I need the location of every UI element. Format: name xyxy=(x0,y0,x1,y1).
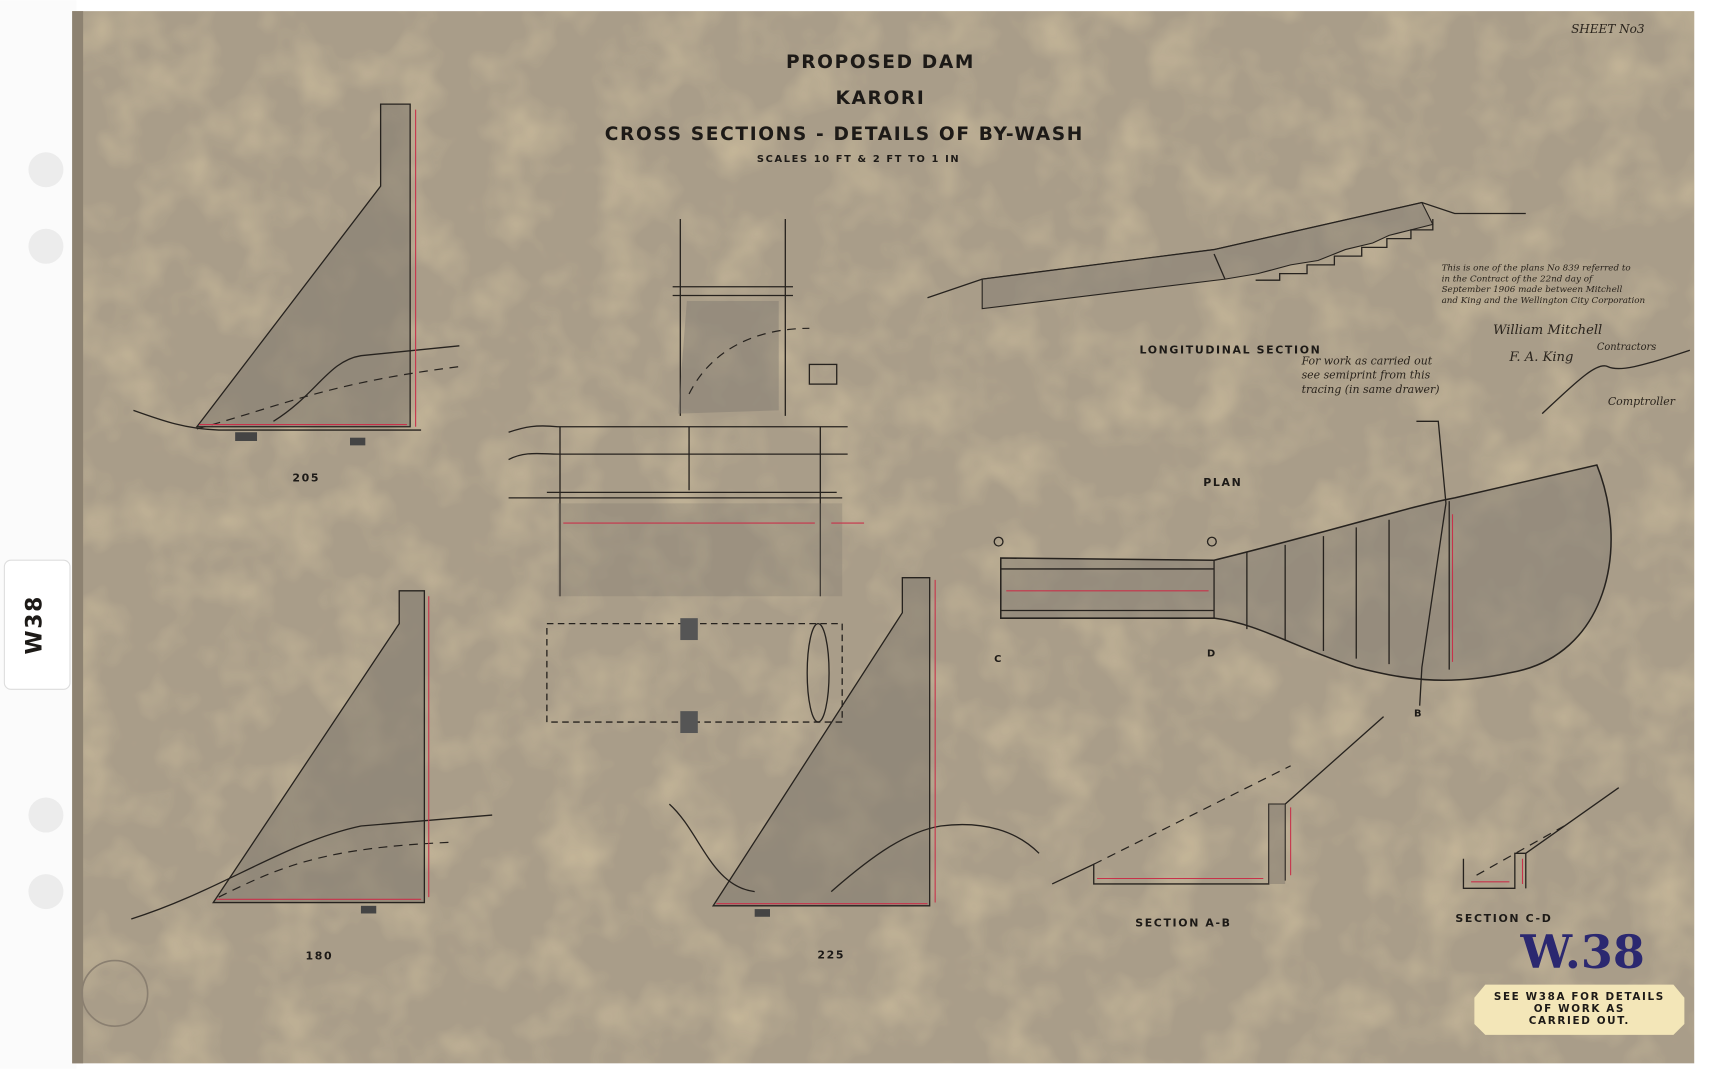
svg-text:D: D xyxy=(1207,648,1217,659)
label-longitudinal: LONGITUDINAL SECTION xyxy=(1140,343,1322,356)
label-plan: PLAN xyxy=(1203,476,1242,489)
svg-text:see semiprint from this: see semiprint from this xyxy=(1302,369,1431,382)
svg-text:OF WORK AS: OF WORK AS xyxy=(1534,1003,1625,1015)
label-section-cd: SECTION C-D xyxy=(1455,912,1552,925)
title-line1: PROPOSED DAM xyxy=(786,52,975,73)
paste-label: SEE W38A FOR DETAILS OF WORK AS CARRIED … xyxy=(1474,984,1685,1035)
svg-text:This is one of the plans No 83: This is one of the plans No 839 referred… xyxy=(1442,263,1631,273)
label-205: 205 xyxy=(292,471,320,484)
label-section-ab: SECTION A-B xyxy=(1135,917,1231,930)
signature-king: F. A. King xyxy=(1508,350,1573,365)
signature-flourish xyxy=(1541,349,1691,415)
faded-seal xyxy=(81,959,149,1027)
svg-text:CARRIED OUT.: CARRIED OUT. xyxy=(1529,1015,1630,1027)
dam-section-225: 225 xyxy=(668,577,1040,961)
svg-text:in the Contract of the 22nd da: in the Contract of the 22nd day of xyxy=(1442,274,1594,284)
dam-section-205: 205 xyxy=(133,103,460,484)
signature-mitchell: William Mitchell xyxy=(1493,323,1602,338)
svg-text:tracing (in same drawer): tracing (in same drawer) xyxy=(1302,383,1440,396)
svg-text:September 1906 made between Mi: September 1906 made between Mitchell xyxy=(1442,285,1623,295)
longitudinal-section: LONGITUDINAL SECTION xyxy=(927,201,1526,356)
section-cd: SECTION C-D xyxy=(1455,787,1620,925)
note-carried-out: For work as carried out see semiprint fr… xyxy=(1301,354,1440,395)
title-line2: KARORI xyxy=(836,88,926,109)
svg-text:For work as carried out: For work as carried out xyxy=(1301,354,1433,367)
svg-text:SEE W38A FOR DETAILS: SEE W38A FOR DETAILS xyxy=(1494,991,1665,1003)
plan-view: PLAN C D B xyxy=(993,420,1612,720)
title-line3: CROSS SECTIONS - DETAILS OF BY-WASH xyxy=(605,124,1084,145)
contractors-label: Contractors xyxy=(1597,342,1656,353)
svg-text:B: B xyxy=(1414,709,1423,720)
svg-text:and King and the Wellington Ci: and King and the Wellington City Corpora… xyxy=(1442,296,1646,306)
label-180: 180 xyxy=(306,949,334,962)
tab-label: W38 xyxy=(23,595,48,654)
note-contract: This is one of the plans No 839 referred… xyxy=(1442,263,1646,306)
svg-text:C: C xyxy=(994,654,1003,665)
punch-holes xyxy=(28,152,64,910)
section-ab: SECTION A-B xyxy=(1051,716,1385,930)
w38-tab[interactable]: W38 xyxy=(3,559,71,690)
comptroller-label: Comptroller xyxy=(1608,395,1676,408)
w38-stamp: W.38 xyxy=(1520,925,1645,979)
label-225: 225 xyxy=(817,948,845,961)
bridge-detail xyxy=(508,218,865,734)
dam-section-180: 180 xyxy=(131,590,493,962)
sheet-number: SHEET No3 xyxy=(1571,22,1645,36)
scales-note: SCALES 10 FT & 2 FT TO 1 IN xyxy=(757,154,960,165)
